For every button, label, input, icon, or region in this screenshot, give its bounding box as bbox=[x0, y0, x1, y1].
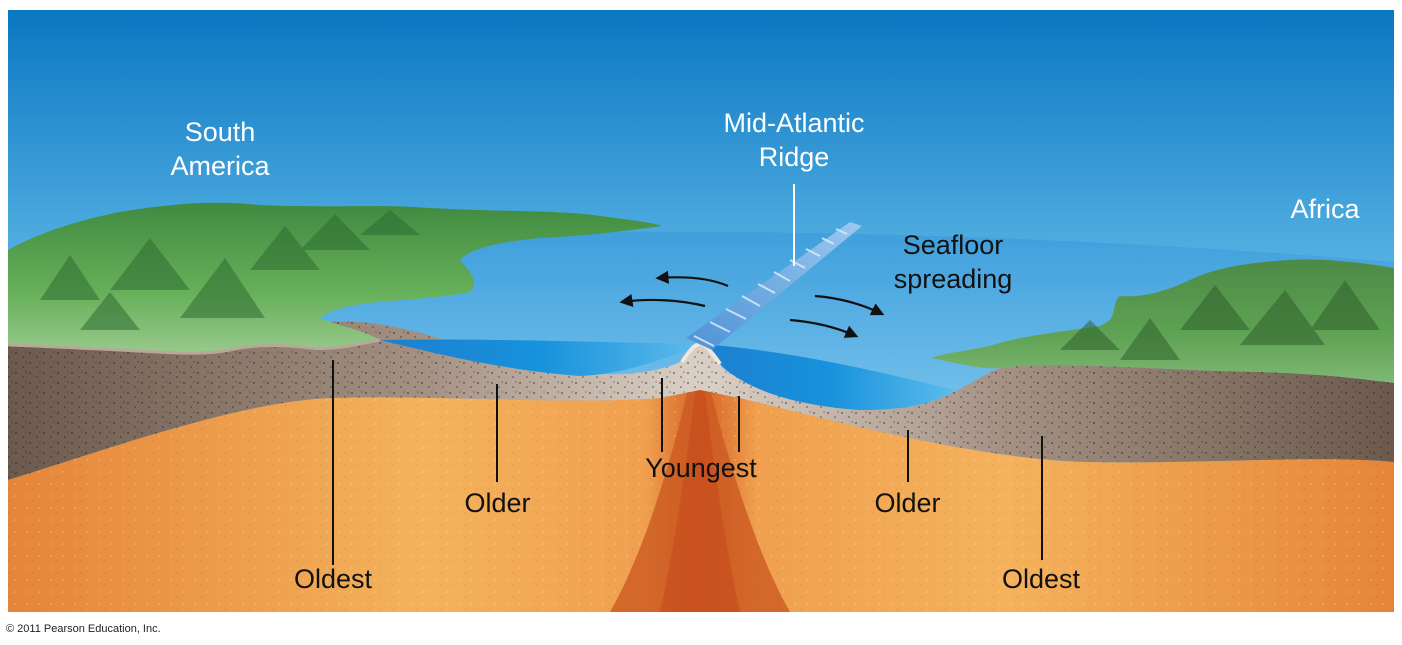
ridge-ridges bbox=[693, 228, 848, 347]
label-oldest-right: Oldest bbox=[1001, 564, 1081, 594]
south-america-coast-edge bbox=[7, 338, 381, 355]
label-seafloor: Seafloor bbox=[902, 230, 1004, 260]
label-africa: Africa bbox=[1290, 194, 1360, 224]
leader-lines bbox=[332, 184, 1043, 565]
label-south-america-line1: South bbox=[184, 117, 256, 147]
arrow-upper-left bbox=[655, 270, 729, 288]
south-america-mountains bbox=[40, 210, 420, 330]
label-older-left: Older bbox=[464, 488, 531, 518]
crust-sediment bbox=[8, 321, 1394, 480]
label-older-right: Older bbox=[874, 488, 941, 518]
south-america-landmass bbox=[8, 202, 662, 354]
label-ridge: Ridge bbox=[758, 142, 830, 172]
ocean-water-right bbox=[702, 344, 955, 410]
africa-mountains bbox=[1060, 280, 1380, 360]
arrow-lower-right bbox=[789, 318, 859, 338]
spreading-arrows bbox=[619, 270, 885, 338]
label-mid-atlantic: Mid-Atlantic bbox=[723, 108, 865, 138]
magma-core bbox=[660, 385, 740, 612]
label-oldest-left: Oldest bbox=[293, 564, 373, 594]
arrow-lower-left bbox=[619, 293, 706, 308]
arrow-upper-right bbox=[814, 294, 885, 316]
label-youngest: Youngest bbox=[645, 453, 757, 483]
label-south-america-line2: America bbox=[170, 151, 270, 181]
label-spreading: spreading bbox=[893, 264, 1013, 294]
ocean-water-left bbox=[380, 339, 700, 376]
africa-landmass bbox=[932, 259, 1394, 383]
copyright-notice: © 2011 Pearson Education, Inc. bbox=[6, 623, 161, 635]
